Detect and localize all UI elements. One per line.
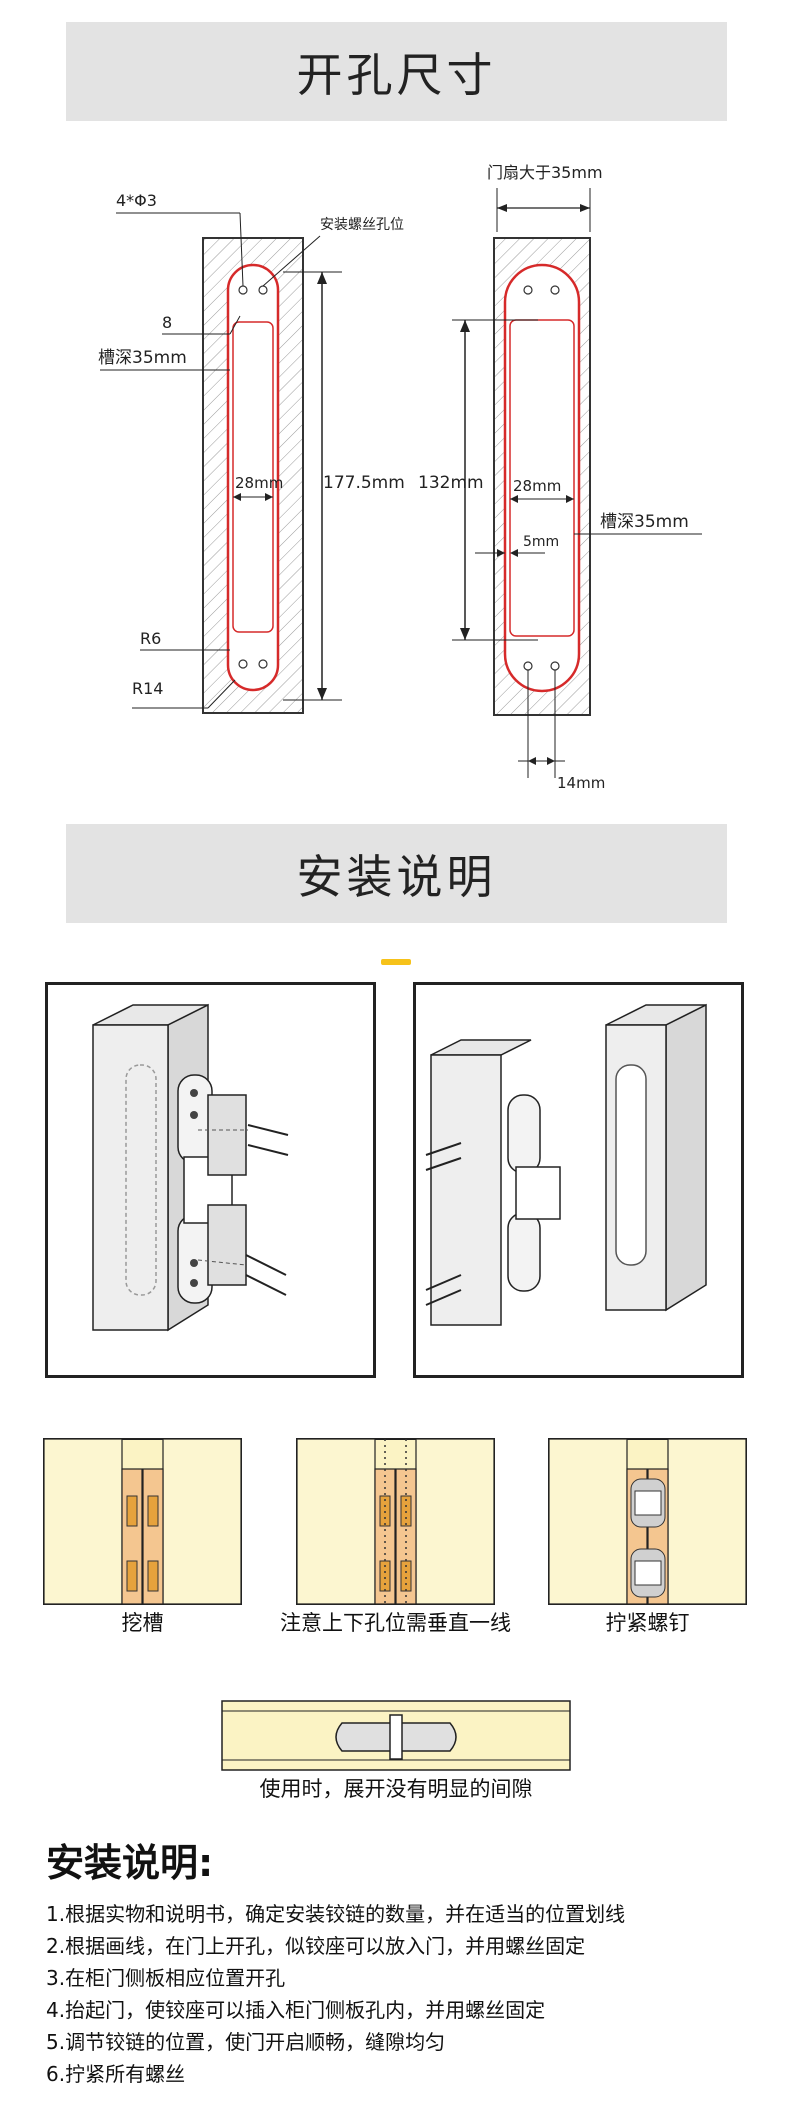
hole-diagram-front: 177.5mm 28mm 槽深35mm 4*Φ3 安装螺丝孔位 8 R6 R14 [98,191,405,714]
step-panel-align [296,1438,495,1605]
caption-tighten: 拧紧螺钉 [605,1611,690,1635]
instruction-step: 5.调节铰链的位置，使门开启顺畅，缝隙均匀 [46,2030,446,2054]
instructions-title: 安装说明: [46,1841,214,1885]
hinge-icon [630,1478,666,1598]
step-panel-tighten [548,1438,747,1605]
instruction-step: 6.拧紧所有螺丝 [46,2062,186,2086]
instruction-step: 2.根据画线，在门上开孔，似铰座可以放入门，并用螺丝固定 [46,1934,586,1958]
screw-icon [425,1142,462,1306]
instructions-list: 1.根据实物和说明书，确定安装铰链的数量，并在适当的位置划线 2.根据画线，在门… [46,1898,766,2090]
section-banner-install: 安装说明 [66,824,727,923]
width-label: 28mm [513,477,561,495]
depth-label: 槽深35mm [600,512,689,532]
section-title: 开孔尺寸 [296,47,497,102]
screw-icon [245,1124,289,1296]
hole-diagram-side: 门扇大于35mm 132mm 28mm 5mm 槽深35mm 14mm [418,163,702,792]
slot-inner [509,319,575,637]
hinge-icon [507,1094,561,1292]
caption-align: 注意上下孔位需垂直一线 [280,1611,511,1635]
instruction-step: 4.抬起门，使铰座可以插入柜门侧板孔内，并用螺丝固定 [46,1998,546,2022]
accent-bar [381,959,411,965]
hinge-icon [335,1714,457,1760]
span-label: 132mm [418,473,484,493]
depth-label: 槽深35mm [98,348,187,368]
slot-inner [232,321,274,633]
width-label: 28mm [235,474,283,492]
caption-groove: 挖槽 [121,1611,164,1635]
door-label: 门扇大于35mm [487,163,603,182]
section-title: 安装说明 [296,849,497,904]
r8-label: 8 [162,313,172,332]
closed-hinge-panel [221,1700,571,1771]
instruction-step: 3.在柜门侧板相应位置开孔 [46,1966,286,1990]
install-illustration-door [45,982,376,1378]
section-banner-hole-size: 开孔尺寸 [66,22,727,121]
offset-label: 5mm [523,534,559,550]
install-illustration-frame [413,982,744,1378]
r14-label: R14 [132,679,163,698]
r6-label: R6 [140,629,161,648]
hinge-icon [177,1074,247,1304]
instruction-step: 1.根据实物和说明书，确定安装铰链的数量，并在适当的位置划线 [46,1902,626,1926]
length-label: 177.5mm [323,473,405,493]
screw-hole-label: 安装螺丝孔位 [320,217,404,233]
hole-label: 4*Φ3 [116,191,157,210]
caption-closed: 使用时，展开没有明显的间隙 [259,1777,533,1801]
hole-gap-label: 14mm [557,774,605,792]
step-panel-groove [43,1438,242,1605]
